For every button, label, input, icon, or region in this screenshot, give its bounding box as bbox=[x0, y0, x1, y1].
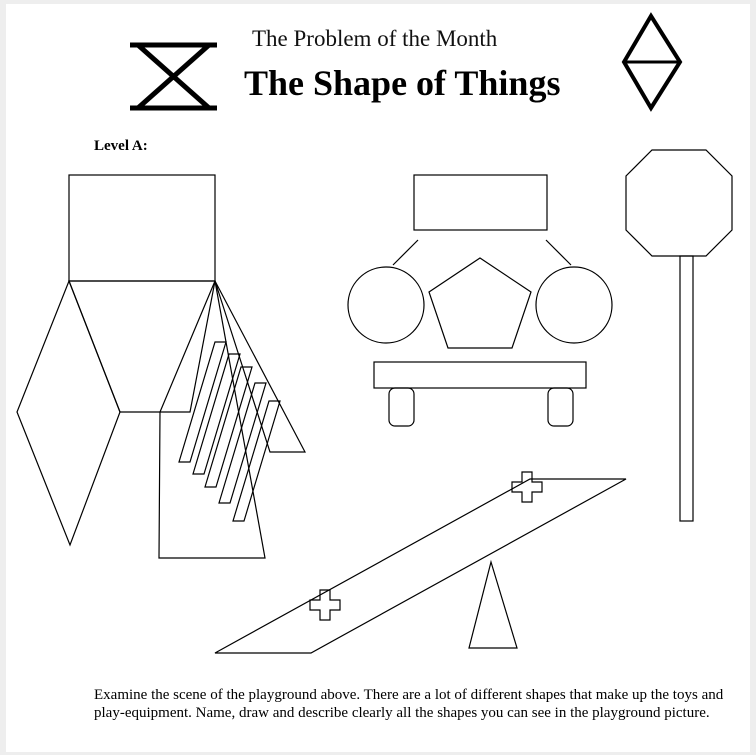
worksheet-page: The Problem of the Month The Shape of Th… bbox=[6, 4, 750, 752]
slide bbox=[17, 175, 305, 558]
bench-pentagon bbox=[429, 258, 531, 348]
level-label: Level A: bbox=[94, 138, 148, 155]
bench-seat bbox=[374, 362, 586, 388]
playground-illustration bbox=[6, 4, 750, 752]
slide-right-triangle bbox=[159, 281, 265, 558]
page-subtitle: The Problem of the Month bbox=[252, 26, 632, 52]
bench-left-leg bbox=[389, 388, 414, 426]
bench-sign-rectangle bbox=[414, 175, 547, 230]
slide-top-square bbox=[69, 175, 215, 281]
seesaw-left-cross bbox=[310, 590, 340, 620]
sign-pole bbox=[680, 256, 693, 521]
bench-right-leg bbox=[548, 388, 573, 426]
seesaw-fulcrum-triangle bbox=[469, 562, 517, 648]
bench bbox=[348, 175, 612, 426]
stop-sign bbox=[626, 150, 732, 521]
bench-left-circle bbox=[348, 267, 424, 343]
page-title: The Shape of Things bbox=[244, 62, 644, 104]
slide-ladder-rungs bbox=[179, 342, 280, 521]
slide-left-rhombus bbox=[17, 281, 120, 545]
hourglass-icon bbox=[130, 45, 217, 108]
seesaw bbox=[215, 472, 626, 653]
bench-right-circle bbox=[536, 267, 612, 343]
octagon bbox=[626, 150, 732, 256]
problem-prompt: Examine the scene of the playground abov… bbox=[94, 686, 744, 722]
slide-small-triangle bbox=[215, 281, 305, 452]
slide-trapezoid bbox=[69, 281, 215, 412]
seesaw-parallelogram bbox=[215, 479, 626, 653]
